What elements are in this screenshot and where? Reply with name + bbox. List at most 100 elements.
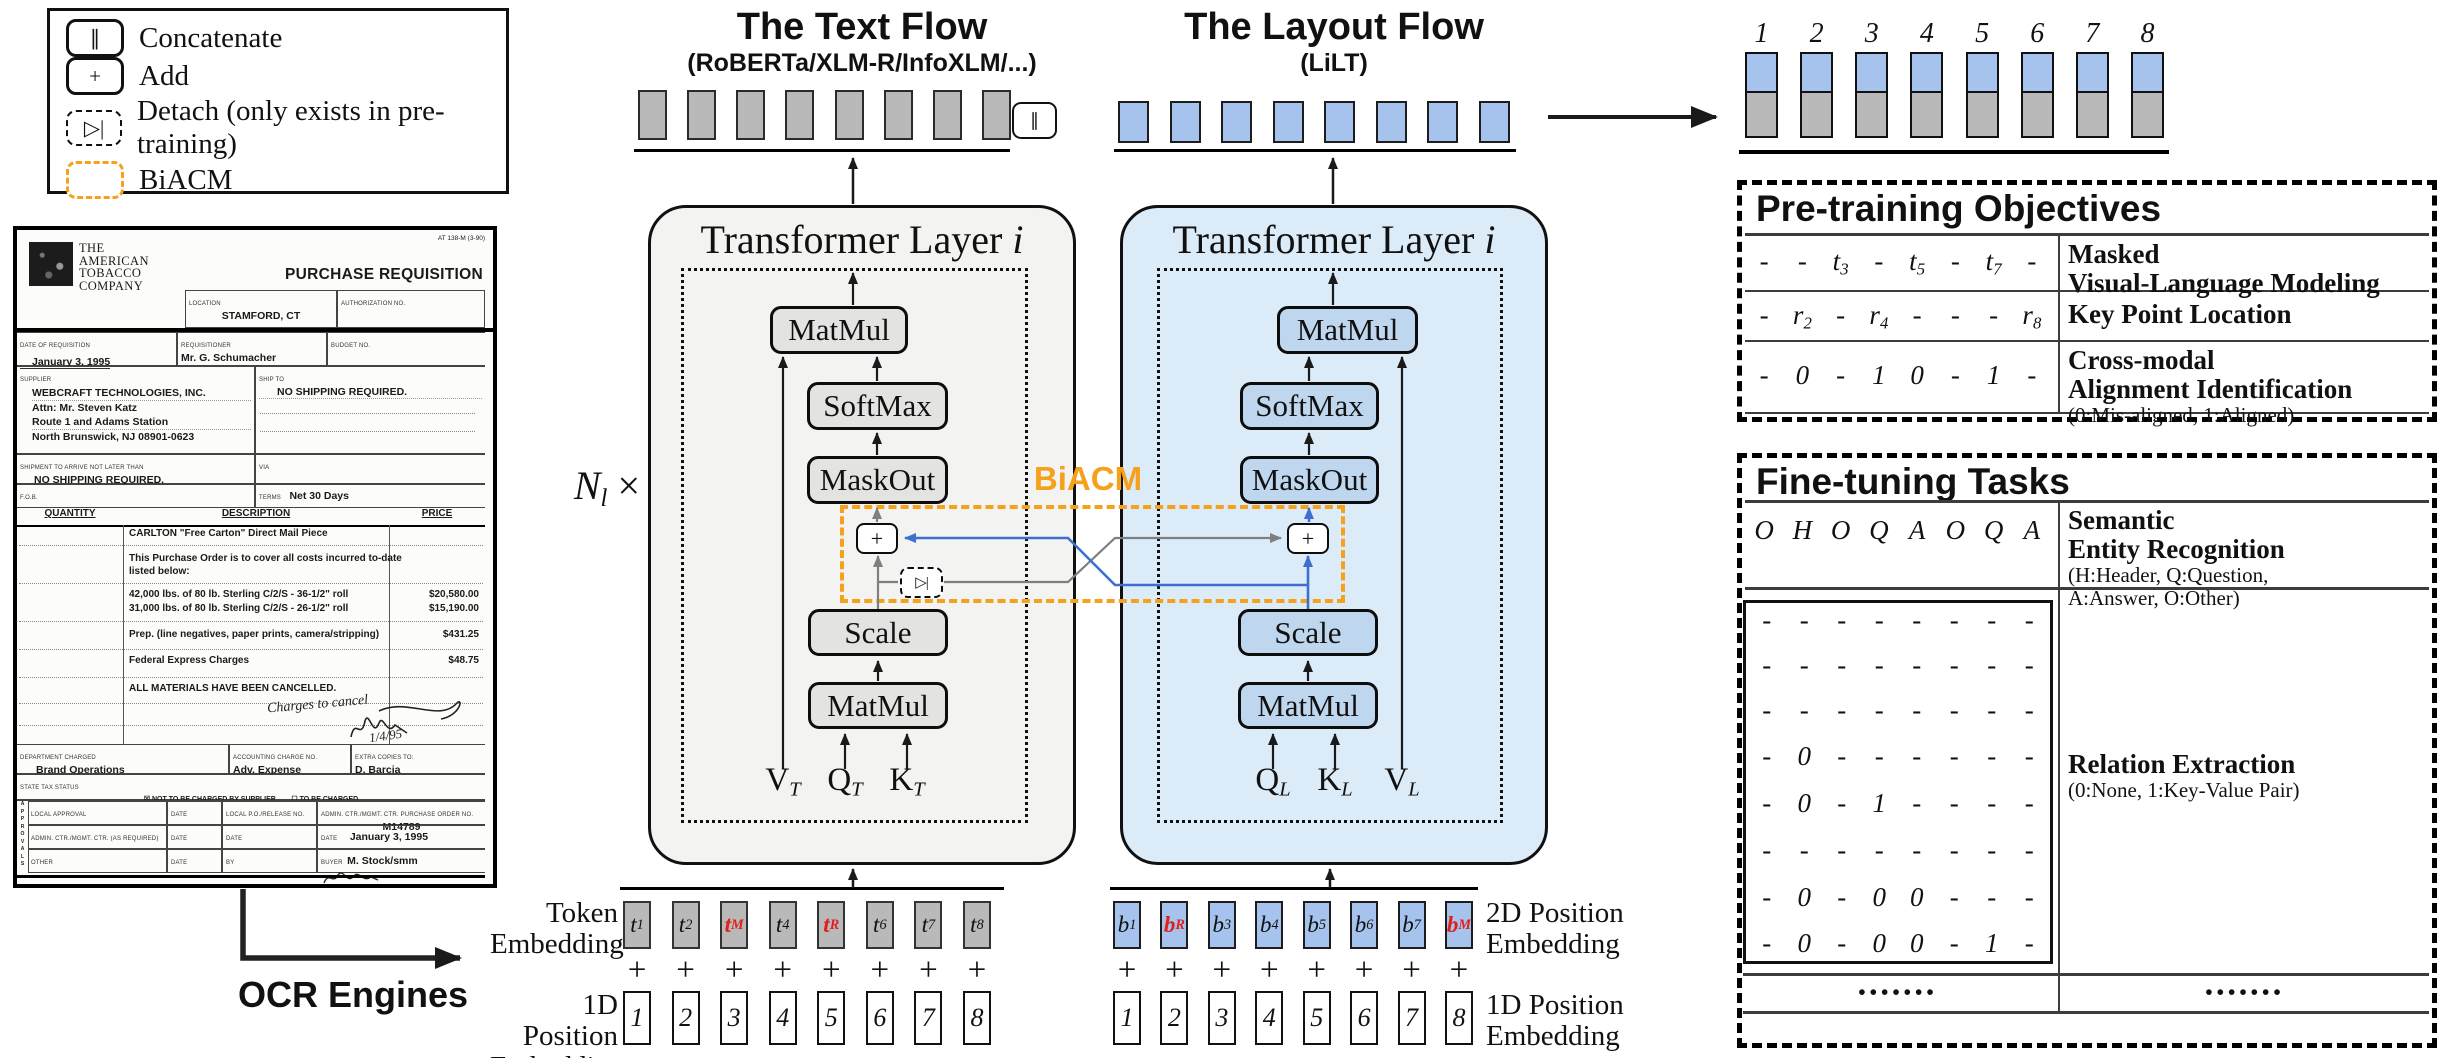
matrix-value: - (1762, 882, 1772, 912)
matrix-value: - (1987, 788, 1997, 818)
table-value: - (1836, 300, 1846, 330)
plus-sign: + (1117, 952, 1137, 988)
matrix-value: - (1949, 928, 1959, 958)
table-value: r8 (2022, 300, 2042, 333)
matrix-value: - (1874, 835, 1884, 865)
matrix-value: - (1837, 882, 1847, 912)
ser-tag: O (1945, 515, 1966, 545)
matrix-value: 0 (1872, 882, 1887, 912)
legend-item-add: + Add (66, 57, 490, 95)
text-matmul-bottom: MatMul (808, 682, 948, 729)
field-label: DEPARTMENT CHARGED (20, 755, 96, 761)
item-price: $15,190.00 (428, 603, 479, 614)
item-price: $431.25 (442, 629, 479, 640)
position-box: 6 (865, 991, 894, 1045)
position-box: 7 (914, 991, 943, 1045)
layout-softmax: SoftMax (1240, 382, 1379, 430)
field-label: DATE (171, 836, 188, 842)
field-label: BUDGET NO. (331, 343, 371, 349)
field-label: LOCATION (189, 301, 221, 307)
item-price: $20,580.00 (428, 589, 479, 600)
field-label: SHIPMENT TO ARRIVE NOT LATER THAN (20, 465, 144, 471)
matrix-value: - (1949, 741, 1959, 771)
field-label: REQUISITIONER (181, 343, 231, 349)
plus-sign: + (1259, 952, 1279, 988)
text-value-label: VT (765, 762, 801, 801)
ser-tag: A (1908, 515, 1926, 545)
plus-sign: + (870, 952, 890, 988)
matrix-value: - (1874, 650, 1884, 680)
output-index: 5 (1975, 18, 1990, 49)
text-query-label: QT (827, 762, 863, 801)
field-label: ADMIN. CTR./MGMT. CTR. (AS REQUIRED) (31, 836, 159, 842)
matrix-value: 0 (1797, 928, 1812, 958)
table-value: r4 (1869, 300, 1889, 333)
text-transformer-title: Transformer Layer i (700, 217, 1024, 262)
layout-flow-title: The Layout Flow (1184, 6, 1484, 48)
position-box: 4 (1255, 991, 1284, 1045)
concatenate-icon: ∥ (66, 19, 124, 57)
item-line: listed below: (129, 566, 190, 577)
layout-flow-subtitle: (LiLT) (1300, 49, 1368, 77)
text-embedding-line (620, 887, 1004, 890)
po-date: January 3, 1995 (349, 831, 429, 843)
re-note: (0:None, 1:Key-Value Pair) (2068, 778, 2300, 802)
pretraining-title: Pre-training Objectives (1756, 188, 2162, 229)
output-index: 4 (1919, 18, 1934, 49)
terms-value: Net 30 Days (289, 490, 349, 502)
output-token (1800, 52, 1834, 138)
output-token-stacks (1745, 52, 2164, 138)
text-add-node: + (856, 523, 898, 554)
layout-maskout: MaskOut (1240, 456, 1379, 504)
field-label: ADMIN. CTR./MGMT. CTR. PURCHASE ORDER NO… (321, 812, 474, 818)
matrix-value: - (1837, 650, 1847, 680)
table-value: - (1989, 300, 1999, 330)
relation-matrix-box (1743, 600, 2053, 964)
kpl-values: -r2-r4---r8 (1745, 300, 2051, 334)
matrix-value: - (1912, 741, 1922, 771)
output-token (2020, 52, 2054, 138)
field-label: LOCAL P.O./RELEASE NO. (226, 812, 305, 818)
position-box: 5 (1302, 991, 1331, 1045)
text-tokens-underline (634, 149, 1010, 152)
matrix-value: - (2024, 695, 2034, 725)
output-token (2075, 52, 2109, 138)
matrix-value: - (1837, 788, 1847, 818)
item-line: This Purchase Order is to cover all cost… (129, 553, 402, 564)
text-matmul-top: MatMul (770, 306, 908, 354)
requisitioner-value: Mr. G. Schumacher (181, 352, 277, 364)
supplier-line: Attn: Mr. Steven Katz (32, 402, 138, 414)
add-icon: + (66, 57, 124, 95)
document-title: PURCHASE REQUISITION (284, 266, 483, 283)
supplier-line: WEBCRAFT TECHNOLOGIES, INC. (32, 386, 251, 401)
matrix-value: 0 (1910, 882, 1924, 912)
table-value: t7 (1985, 246, 2002, 279)
field-label: DATE (171, 860, 188, 866)
company-line: THE (79, 241, 105, 255)
legend-label: Add (139, 59, 189, 92)
plus-sign: + (919, 952, 938, 988)
handwritten-swoosh (378, 701, 461, 720)
matrix-value: - (1874, 605, 1884, 635)
field-label: AUTHORIZATION NO. (341, 301, 406, 307)
matrix-value: - (1987, 605, 1997, 635)
re-matrix-row: -------- (1748, 650, 2048, 681)
matrix-value: - (1987, 882, 1997, 912)
ser-tag: A (2023, 515, 2041, 545)
table-value: - (1759, 360, 1769, 390)
biacm-dashed-box (840, 505, 1345, 603)
cai-note: (0:Mis-aligned, 1:Aligned) (2068, 403, 2295, 427)
